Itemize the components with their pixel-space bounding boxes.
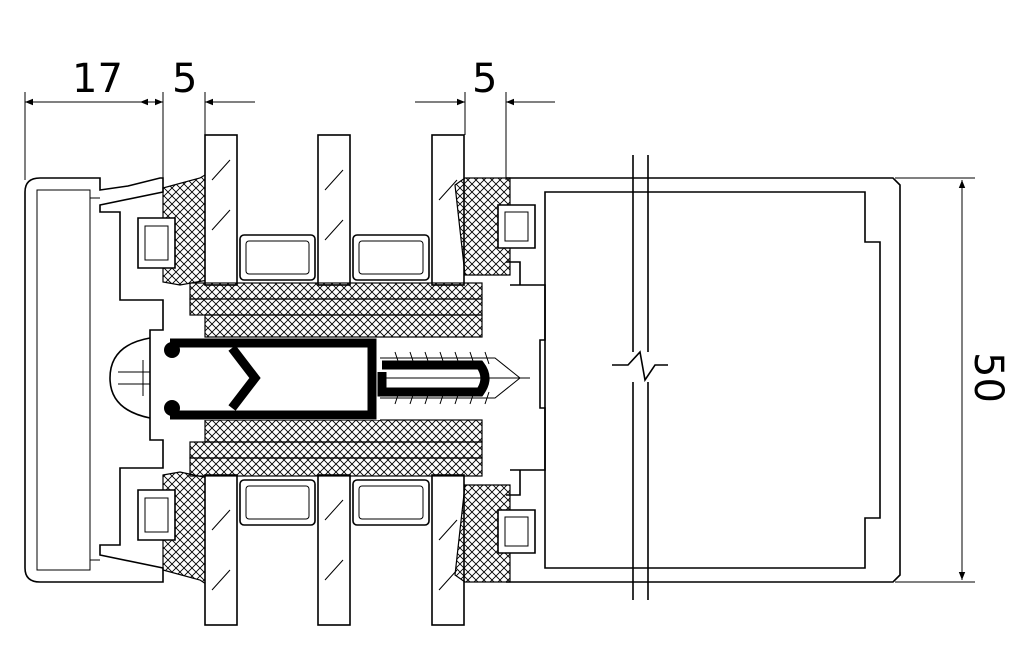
break-line bbox=[612, 155, 668, 600]
dimension-lines-top bbox=[24, 92, 555, 180]
dimension-label-5-right: 5 bbox=[472, 56, 497, 102]
thermal-break-blocks bbox=[189, 282, 483, 477]
cover-cap-profile bbox=[24, 177, 164, 583]
dimension-label-50: 50 bbox=[965, 352, 1011, 403]
isolator-profile bbox=[164, 338, 490, 420]
dimension-label-17: 17 bbox=[72, 56, 123, 102]
right-gasket-top bbox=[454, 177, 536, 276]
screw-head bbox=[109, 337, 151, 419]
dimension-label-5-left: 5 bbox=[172, 56, 197, 102]
dimension-line-right bbox=[895, 177, 975, 583]
mullion-profile bbox=[506, 177, 901, 583]
right-gasket-bottom bbox=[454, 484, 536, 583]
glass-spacers bbox=[239, 234, 430, 526]
screw-thread bbox=[380, 351, 530, 405]
